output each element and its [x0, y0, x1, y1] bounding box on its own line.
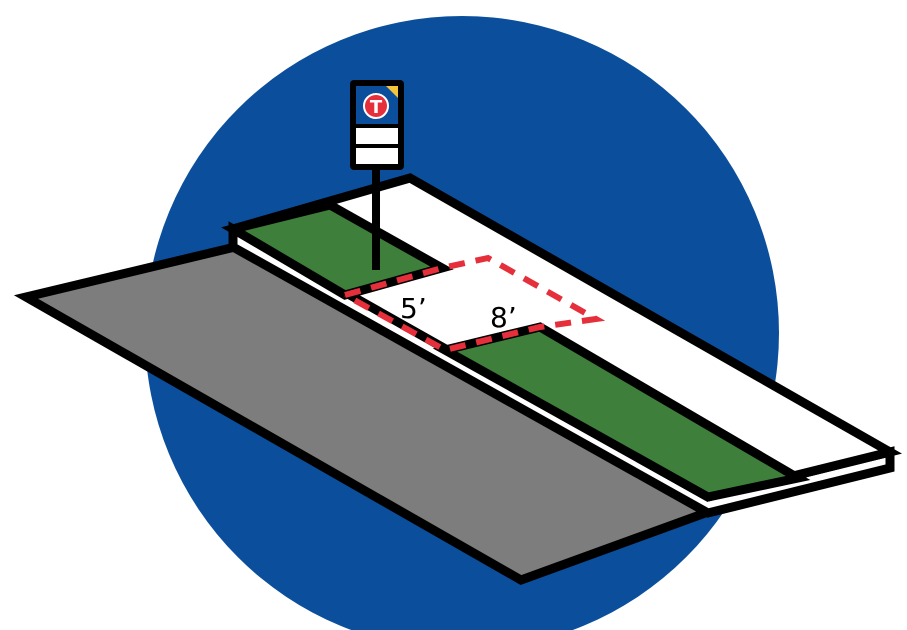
- sign-yellow-corner: [386, 86, 398, 98]
- sign-pole: [372, 164, 380, 270]
- width-dimension-label: 8’: [490, 301, 517, 334]
- sign-white-panel-lower: [356, 148, 398, 164]
- depth-dimension-label: 5’: [400, 292, 427, 325]
- transit-logo-letter: T: [370, 97, 383, 118]
- transit-logo-icon: [363, 93, 389, 119]
- grass-strip-left: [221, 200, 454, 300]
- landing-pad-outline: [343, 254, 606, 354]
- sign-white-panel-upper: [356, 128, 398, 144]
- bus-stop-sign: T: [350, 80, 404, 170]
